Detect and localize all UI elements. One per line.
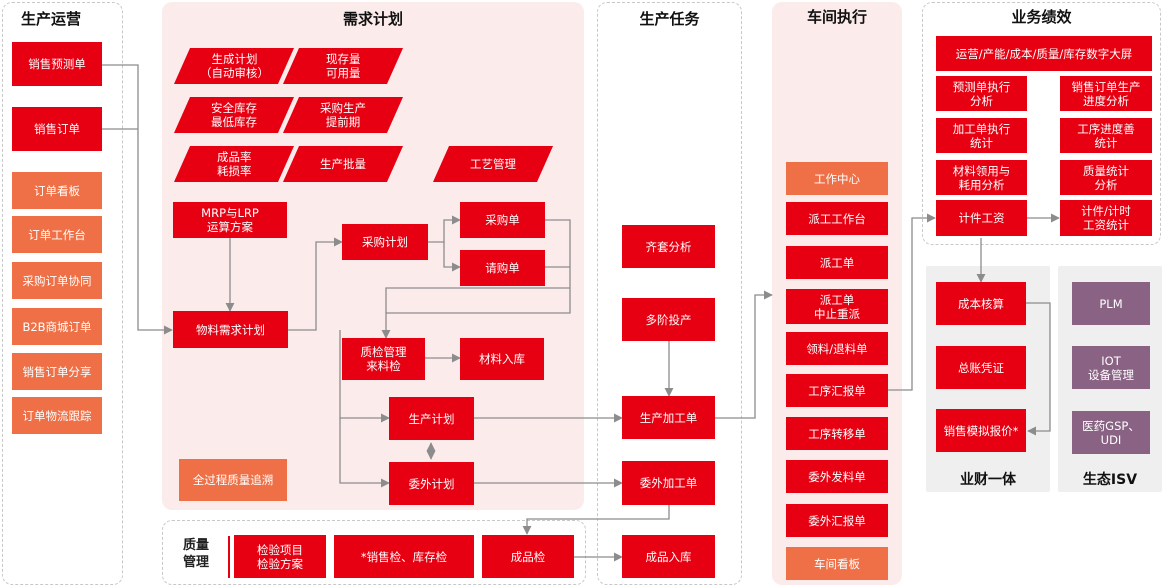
perf-forecast-exec[interactable]: 预测单执行 分析 <box>936 76 1027 111</box>
demand-purchase-order[interactable]: 采购单 <box>460 202 545 238</box>
perf-title: 业务绩效 <box>1011 8 1072 26</box>
ops-order-workbench[interactable]: 订单工作台 <box>12 216 102 253</box>
ops-order-share[interactable]: 销售订单分享 <box>12 353 102 390</box>
demand-material-in[interactable]: 材料入库 <box>460 338 544 380</box>
ops-order-logistics[interactable]: 订单物流跟踪 <box>12 397 102 434</box>
quality-divider <box>228 536 230 578</box>
isv-plm[interactable]: PLM <box>1072 282 1150 325</box>
ws-workshop-board[interactable]: 车间看板 <box>786 547 888 580</box>
perf-process-progress[interactable]: 工序进度善 统计 <box>1060 118 1152 153</box>
demand-production-plan[interactable]: 生产计划 <box>389 397 474 440</box>
panel-quality <box>162 520 586 585</box>
demand-quality-trace[interactable]: 全过程质量追溯 <box>179 459 287 501</box>
perf-material-usage[interactable]: 材料领用与 耗用分析 <box>936 160 1027 195</box>
workshop-title: 车间执行 <box>806 8 867 26</box>
perf-quality-stats[interactable]: 质量统计 分析 <box>1060 160 1152 195</box>
ws-process-report[interactable]: 工序汇报单 <box>786 374 888 407</box>
fin-sales-quote[interactable]: 销售模拟报价* <box>936 409 1026 452</box>
task-product-in[interactable]: 成品入库 <box>622 535 715 578</box>
ws-process-transfer[interactable]: 工序转移单 <box>786 417 888 450</box>
panel-production-ops <box>2 2 123 585</box>
demand-yield-rate[interactable]: 成品率 耗损率 <box>173 146 295 182</box>
perf-wage-stats[interactable]: 计件/计时 工资统计 <box>1060 200 1152 236</box>
demand-requisition[interactable]: 请购单 <box>460 250 545 286</box>
demand-process-mgmt[interactable]: 工艺管理 <box>432 146 554 182</box>
task-title: 生产任务 <box>639 10 700 28</box>
ws-dispatch-bench[interactable]: 派工工作台 <box>786 202 888 235</box>
demand-batch[interactable]: 生产批量 <box>282 146 404 182</box>
ops-purchase-collab[interactable]: 采购订单协同 <box>12 262 102 299</box>
ws-material-issue[interactable]: 领料/退料单 <box>786 332 888 365</box>
demand-safety-stock[interactable]: 安全库存 最低库存 <box>173 97 295 133</box>
ops-b2b-order[interactable]: B2B商城订单 <box>12 308 102 345</box>
demand-material-plan[interactable]: 物料需求计划 <box>173 311 288 348</box>
demand-outsource-plan[interactable]: 委外计划 <box>389 462 474 505</box>
perf-so-progress[interactable]: 销售订单生产 进度分析 <box>1060 76 1152 111</box>
ops-order-board[interactable]: 订单看板 <box>12 172 102 209</box>
ws-dispatch-stop[interactable]: 派工单 中止重派 <box>786 289 888 324</box>
demand-incoming-qc[interactable]: 质检管理 来料检 <box>342 338 425 380</box>
finance-title: 业财一体 <box>960 472 1016 488</box>
quality-sales-check[interactable]: *销售检、库存检 <box>334 535 474 578</box>
task-outsource-order[interactable]: 委外加工单 <box>622 461 715 505</box>
ws-outsource-report[interactable]: 委外汇报单 <box>786 504 888 537</box>
task-work-order[interactable]: 生产加工单 <box>622 396 715 439</box>
panel-production-task <box>597 2 742 585</box>
quality-title: 质量 管理 <box>182 538 209 570</box>
ws-outsource-issue[interactable]: 委外发料单 <box>786 460 888 493</box>
task-multi-stage[interactable]: 多阶投产 <box>622 298 715 341</box>
demand-stock[interactable]: 现存量 可用量 <box>282 48 404 84</box>
demand-gen-plan[interactable]: 生成计划 （自动审核） <box>173 48 295 84</box>
demand-mrp-lrp[interactable]: MRP与LRP 运算方案 <box>173 202 287 238</box>
demand-purchase-plan[interactable]: 采购计划 <box>342 224 428 260</box>
fin-cost-calc[interactable]: 成本核算 <box>936 282 1026 325</box>
ops-forecast[interactable]: 销售预测单 <box>12 42 102 86</box>
ops-sales-order[interactable]: 销售订单 <box>12 107 102 151</box>
fin-gl-voucher[interactable]: 总账凭证 <box>936 346 1026 389</box>
perf-piece-wage[interactable]: 计件工资 <box>936 200 1027 236</box>
perf-dashboard[interactable]: 运营/产能/成本/质量/库存数字大屏 <box>936 36 1152 71</box>
perf-wo-exec[interactable]: 加工单执行 统计 <box>936 118 1027 153</box>
quality-inspect-items[interactable]: 检验项目 检验方案 <box>234 535 326 578</box>
ws-work-center[interactable]: 工作中心 <box>786 162 888 195</box>
isv-iot[interactable]: IOT 设备管理 <box>1072 346 1150 389</box>
demand-title: 需求计划 <box>342 10 403 28</box>
isv-pharma[interactable]: 医药GSP、UDI <box>1072 411 1150 454</box>
demand-purchase-lead[interactable]: 采购生产 提前期 <box>282 97 404 133</box>
ops-title: 生产运营 <box>20 10 81 28</box>
ws-dispatch[interactable]: 派工单 <box>786 246 888 279</box>
task-kitting[interactable]: 齐套分析 <box>622 225 715 268</box>
panel-performance <box>922 2 1161 245</box>
isv-title: 生态ISV <box>1082 472 1138 488</box>
quality-product-check[interactable]: 成品检 <box>482 535 574 578</box>
